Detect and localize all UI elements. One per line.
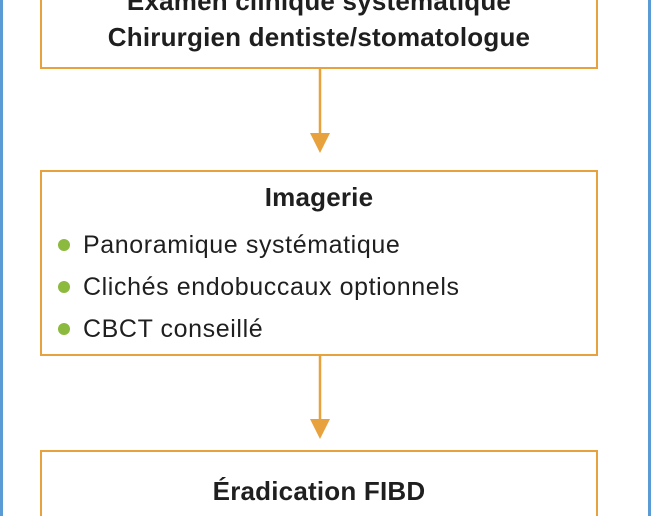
step-clinical-exam-subtitle: Chirurgien dentiste/stomatologue <box>107 22 531 52</box>
step-eradication-box: Éradication FIBD <box>40 450 598 516</box>
imaging-list-item: Clichés endobuccaux optionnels <box>58 266 460 308</box>
bullet-dot-icon <box>58 239 70 251</box>
bullet-dot-icon <box>58 323 70 335</box>
bullet-dot-icon <box>58 281 70 293</box>
step-clinical-exam-box: Examen clinique systématique Chirurgien … <box>40 0 598 69</box>
step-clinical-exam-title: Examen clinique systématique <box>126 0 512 16</box>
frame-left-border <box>0 0 3 516</box>
down-arrow-icon <box>308 356 332 440</box>
imaging-list-item: Panoramique systématique <box>58 224 460 266</box>
step-eradication-title: Éradication FIBD <box>212 476 426 506</box>
frame-right-border <box>648 0 651 516</box>
step-imaging-title: Imagerie <box>264 182 374 212</box>
imaging-list-item: CBCT conseillé <box>58 308 460 350</box>
step-imaging-box: Imagerie Panoramique systématique Cliché… <box>40 170 598 356</box>
down-arrow-icon <box>308 69 332 154</box>
imaging-item-label: Panoramique systématique <box>83 230 401 259</box>
imaging-list: Panoramique systématique Clichés endobuc… <box>58 224 460 350</box>
imaging-item-label: Clichés endobuccaux optionnels <box>83 272 460 301</box>
imaging-item-label: CBCT conseillé <box>83 314 264 343</box>
